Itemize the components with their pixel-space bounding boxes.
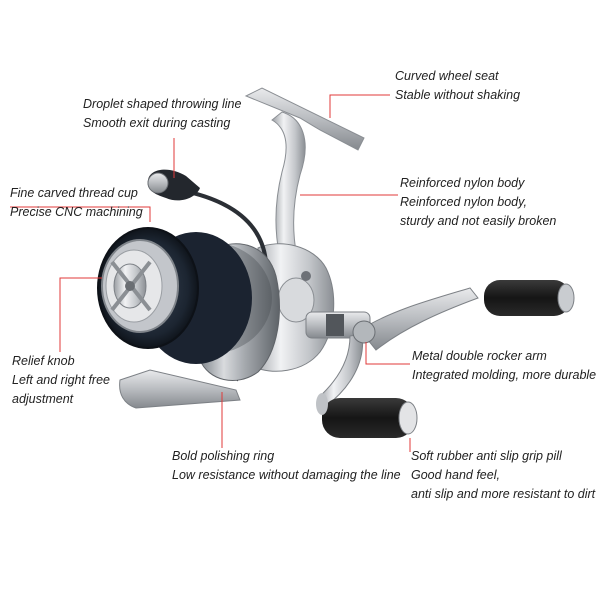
callout-wheel-seat: Curved wheel seat Stable without shaking: [395, 67, 520, 105]
callout-relief-knob-desc: Left and right free: [12, 373, 110, 387]
callout-nylon-body: Reinforced nylon body Reinforced nylon b…: [400, 174, 556, 231]
callout-grip-title: Soft rubber anti slip grip pill: [411, 449, 562, 463]
handle-grip-lower: [316, 393, 418, 438]
callout-relief-knob-title: Relief knob: [12, 354, 75, 368]
callout-relief-knob: Relief knob Left and right free adjustme…: [12, 352, 110, 409]
callout-thread-cup-title: Fine carved thread cup: [10, 186, 138, 200]
callout-polishing-ring: Bold polishing ring Low resistance witho…: [172, 447, 401, 485]
leader-thread-cup: [10, 206, 151, 222]
callout-rocker-arm-desc: Integrated molding, more durable: [412, 368, 597, 382]
callout-nylon-body-title: Reinforced nylon body: [400, 176, 525, 190]
callout-grip-desc: Good hand feel,: [411, 468, 500, 482]
callout-wheel-seat-desc: Stable without shaking: [395, 88, 521, 102]
callout-relief-knob-desc2: adjustment: [12, 392, 74, 406]
handle-grip-upper: [484, 280, 575, 316]
callout-rocker-arm: Metal double rocker arm Integrated moldi…: [412, 347, 596, 385]
wheel-seat: [244, 87, 365, 267]
front-plate: [119, 369, 241, 409]
leader-rocker-arm: [365, 342, 410, 365]
spool: [97, 227, 272, 364]
callout-rocker-arm-title: Metal double rocker arm: [412, 349, 547, 363]
callout-nylon-body-desc2: sturdy and not easily broken: [400, 214, 557, 228]
leader-lines: [10, 94, 411, 452]
callout-polishing-ring-title: Bold polishing ring: [172, 449, 275, 463]
leader-wheel-seat: [329, 94, 390, 118]
callout-nylon-body-desc: Reinforced nylon body,: [400, 195, 527, 209]
rocker-arm: [317, 287, 479, 407]
callout-grip-desc2: anti slip and more resistant to dirt: [411, 487, 596, 501]
callout-polishing-ring-desc: Low resistance without damaging the line: [172, 468, 401, 482]
callout-throwing-line-title: Droplet shaped throwing line: [83, 97, 242, 111]
callout-wheel-seat-title: Curved wheel seat: [395, 69, 499, 83]
callout-thread-cup: Fine carved thread cup Precise CNC machi…: [10, 184, 143, 222]
callout-grip: Soft rubber anti slip grip pill Good han…: [411, 447, 595, 504]
line-roller: [147, 169, 200, 201]
callout-throwing-line-desc: Smooth exit during casting: [83, 116, 231, 130]
callout-throwing-line: Droplet shaped throwing line Smooth exit…: [83, 95, 241, 133]
callout-thread-cup-desc: Precise CNC machining: [10, 205, 143, 219]
leader-relief-knob: [59, 277, 102, 352]
